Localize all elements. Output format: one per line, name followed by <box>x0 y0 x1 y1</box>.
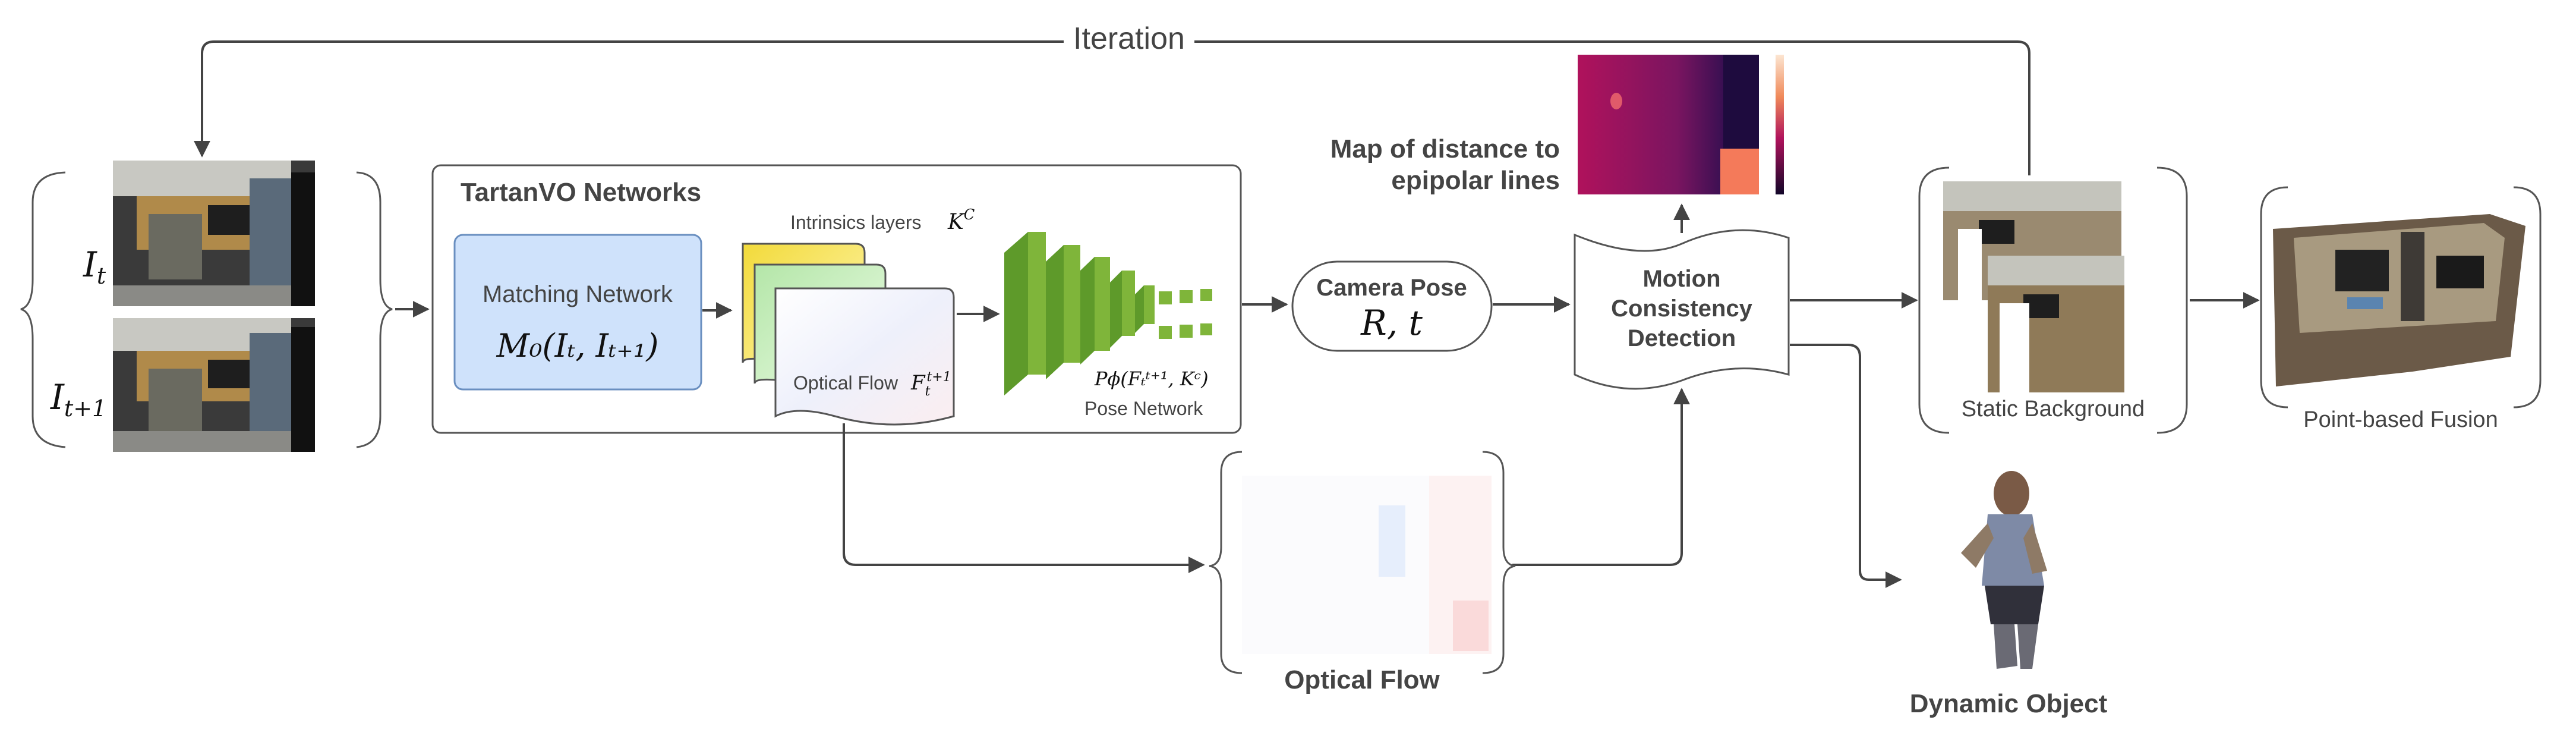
camera-pose-title: Camera Pose <box>1316 275 1467 301</box>
intrinsics-sup: C <box>964 206 975 223</box>
frame-t-label: It <box>83 244 106 289</box>
dynamic-object-label: Dynamic Object <box>1910 689 2108 718</box>
flow-sub: t <box>925 384 931 399</box>
tartanvo-networks-box: TartanVO Networks Matching Network M₀(Iₜ… <box>431 164 1242 434</box>
intrinsics-layers-label: Intrinsics layers <box>790 212 922 233</box>
dynamic-object-image <box>1961 471 2047 669</box>
point-fusion-image <box>2273 214 2525 386</box>
epipolar-map-label-1: Map of distance to <box>1330 134 1560 164</box>
pose-network-blocks: Pϕ(Fₜᵗ⁺¹, Kᶜ) Pose Network <box>1004 232 1212 419</box>
static-background-group: Static Background <box>1918 166 2188 434</box>
arrow-motion-to-dynamic <box>1790 344 1902 588</box>
frame-t1-image <box>113 318 315 452</box>
iteration-loop: Iteration <box>194 21 2030 175</box>
static-background-image <box>1943 181 2160 392</box>
camera-pose-formula: R, t <box>1360 303 1423 343</box>
optical-flow-inner-symbol: Ftt+1 <box>910 370 951 399</box>
optical-flow-output-image <box>1242 476 1492 654</box>
optical-flow-output-label: Optical Flow <box>1284 665 1440 694</box>
epipolar-map-label-2: epipolar lines <box>1391 166 1560 195</box>
matching-network-box: Matching Network M₀(Iₜ, Iₜ₊₁) <box>453 234 702 391</box>
frame-t-image <box>113 161 315 306</box>
point-fusion-group: Point-based Fusion <box>2260 186 2542 432</box>
matching-network-formula: M₀(Iₜ, Iₜ₊₁) <box>496 327 659 364</box>
frame-t-subscript: t <box>97 263 106 289</box>
camera-pose-node: Camera Pose R, t <box>1291 260 1493 352</box>
point-fusion-label: Point-based Fusion <box>2303 407 2498 432</box>
frame-t1-symbol: I <box>50 377 65 417</box>
flow-sup: t+1 <box>926 370 951 385</box>
frame-t-symbol: I <box>83 244 97 285</box>
iteration-label: Iteration <box>1073 21 1185 56</box>
epipolar-map: Map of distance to epipolar lines <box>1330 55 1784 195</box>
tartanvo-title: TartanVO Networks <box>461 178 701 207</box>
static-background-label: Static Background <box>1962 397 2145 422</box>
intrinsics-symbol: KC <box>947 206 975 234</box>
motion-line1: Motion <box>1642 266 1720 292</box>
intrinsics-layers-stack: Intrinsics layers KC Optical Flow Ftt+1 <box>742 206 975 426</box>
frame-t1-subscript: t+1 <box>64 395 106 422</box>
motion-line2: Consistency <box>1611 296 1753 322</box>
dynamic-object-group: Dynamic Object <box>1910 471 2108 718</box>
arrow-optical-output-to-motion <box>1512 388 1690 566</box>
motion-line3: Detection <box>1628 325 1736 351</box>
intrinsics-k: K <box>947 210 965 234</box>
optical-flow-output-group: Optical Flow <box>1209 451 1516 694</box>
frame-t1-label: It+1 <box>50 377 106 422</box>
input-frames-group: It It+1 <box>20 161 393 452</box>
matching-network-label: Matching Network <box>483 281 673 307</box>
optical-flow-inner-label: Optical Flow <box>793 372 898 394</box>
pose-network-label: Pose Network <box>1084 398 1203 419</box>
motion-consistency-node: Motion Consistency Detection <box>1574 229 1790 390</box>
flow-f: F <box>910 371 926 395</box>
pose-network-formula: Pϕ(Fₜᵗ⁺¹, Kᶜ) <box>1094 367 1209 390</box>
arrow-flow-to-optical-output <box>843 423 1205 573</box>
